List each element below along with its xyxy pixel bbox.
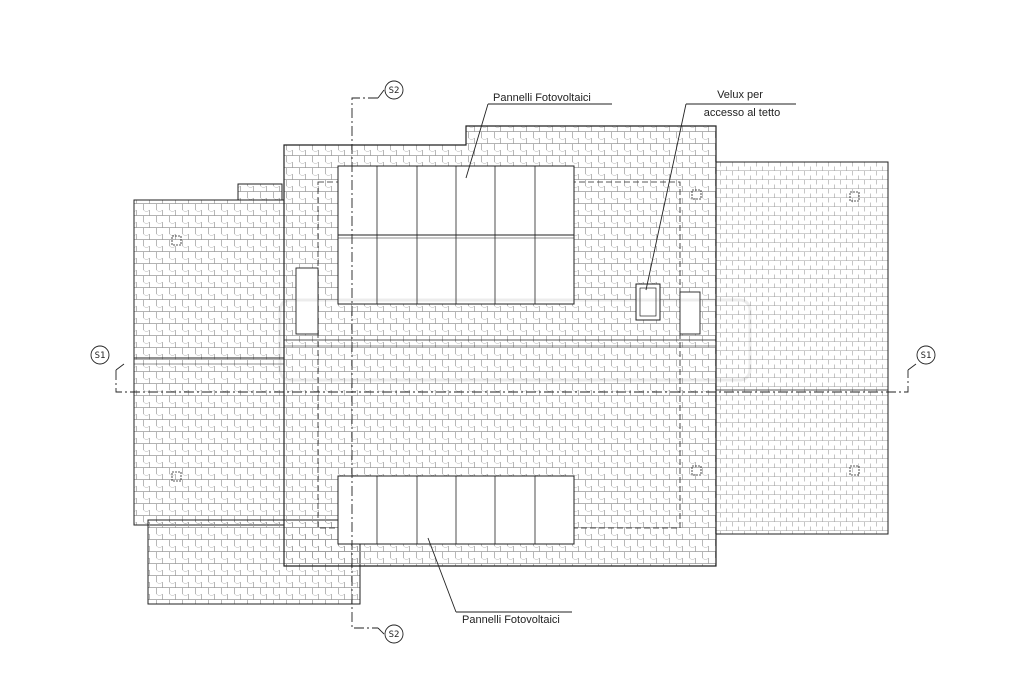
chimney-left-bottom <box>171 471 182 482</box>
leader-pv-top: Pannelli Fotovoltaici <box>465 92 612 179</box>
roof-window-left <box>295 267 319 335</box>
chimney-right-top <box>849 191 860 202</box>
pv-array-bottom <box>337 475 575 545</box>
roof-wing-right <box>715 161 889 535</box>
label-velux-line2: accesso al tetto <box>704 107 780 119</box>
section-line-s1 <box>115 363 917 393</box>
section-mark-s2-bottom: S2 <box>384 624 404 644</box>
label-pv-top: Pannelli Fotovoltaici <box>493 92 591 104</box>
section-label-s2-top: S2 <box>389 86 400 96</box>
leader-velux: Velux per accesso al tetto <box>645 89 796 291</box>
chimney-main-top <box>691 189 702 200</box>
roof-window-right <box>679 291 701 335</box>
section-mark-s2-top: S2 <box>384 80 404 100</box>
label-pv-bottom: Pannelli Fotovoltaici <box>462 614 560 626</box>
section-mark-s1-right: S1 <box>916 345 936 365</box>
pv-array-top <box>337 165 575 305</box>
section-label-s1-right: S1 <box>921 351 932 361</box>
watermark-logo <box>278 298 752 382</box>
section-label-s1-left: S1 <box>95 351 106 361</box>
section-line-s2 <box>351 89 385 635</box>
leader-pv-bottom: Pannelli Fotovoltaici <box>427 537 572 626</box>
section-label-s2-bottom: S2 <box>389 630 400 640</box>
chimney-main-bottom <box>691 465 702 476</box>
chimney-right-bottom <box>849 465 860 476</box>
velux-skylight <box>635 283 661 321</box>
roof-wing-left <box>133 183 285 526</box>
chimney-left-top <box>171 235 182 246</box>
section-mark-s1-left: S1 <box>90 345 110 365</box>
label-velux-line1: Velux per <box>717 89 763 101</box>
